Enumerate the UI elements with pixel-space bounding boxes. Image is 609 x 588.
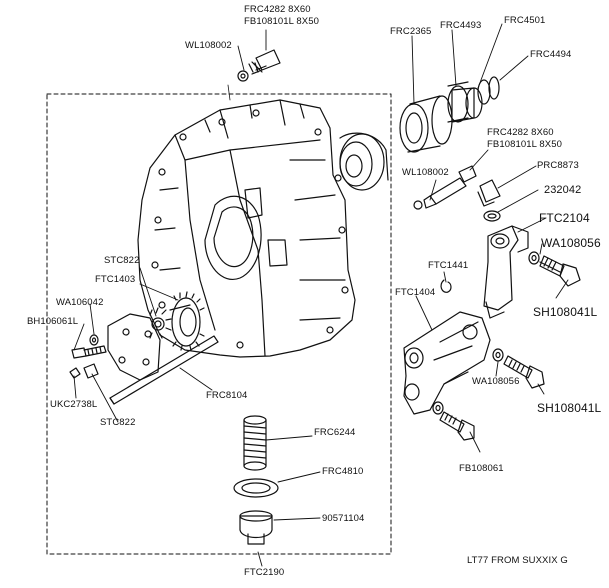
seal-disc [339,132,389,191]
label-ftc1403: FTC1403 [95,274,136,285]
bolt-right-lower [492,348,545,389]
small-clip [440,279,452,293]
label-frc4810: FRC4810 [322,466,364,477]
small-fasteners-left [69,334,107,379]
gearbox-housing [137,99,356,358]
label-frc4501: FRC4501 [504,15,546,26]
bolt-right-upper [528,251,581,287]
label-wa108056-lower: WA108056 [472,376,520,387]
label-wl108002-top: WL108002 [185,40,232,51]
label-frc8104: FRC8104 [206,390,248,401]
label-frc2365: FRC2365 [390,26,432,37]
label-stc822-lower: STC822 [100,417,136,428]
label-fb108101l-top: FB108101L 8X50 [244,16,319,27]
label-frc4494: FRC4494 [530,49,572,60]
label-prc8873: PRC8873 [537,160,579,171]
filter-assembly [233,415,279,545]
label-bh106061l: BH106061L [27,316,79,327]
label-frc4493: FRC4493 [440,20,482,31]
label-ftc1441: FTC1441 [428,260,469,271]
top-bolt [227,49,281,101]
label-stc822-upper: STC822 [104,255,140,266]
label-wa106042: WA106042 [56,297,104,308]
sensor-plug [477,179,501,222]
bolt-lower [432,401,475,441]
label-sh108041l-lower: SH108041L [537,401,602,415]
label-wl108002-right: WL108002 [402,167,449,178]
leader-lines [73,23,569,567]
label-fb108061: FB108061 [459,463,504,474]
label-fb108101l-right: FB108101L 8X50 [487,139,562,150]
label-frc4282-right: FRC4282 8X60 [487,127,554,138]
bracket-upper [483,225,529,319]
label-ukc2738l: UKC2738L [50,399,98,410]
label-ftc1404: FTC1404 [395,287,436,298]
label-90571104: 90571104 [322,513,365,524]
bracket-lower [403,311,491,415]
label-ftc2190: FTC2190 [244,567,285,578]
mid-bolt [413,165,477,210]
label-sh108041l-upper: SH108041L [533,305,598,319]
label-232042: 232042 [544,184,582,196]
diagram-caption: LT77 FROM SUXXIX G [467,555,568,566]
label-ftc2104: FTC2104 [539,211,590,225]
pump-assembly [107,291,219,405]
label-frc6244: FRC6244 [314,427,356,438]
label-frc4282-top: FRC4282 8X60 [244,4,311,15]
assembly-boundary [46,93,392,555]
label-wa108056-right: WA108056 [541,236,601,250]
bearing-sleeve-group [399,76,500,153]
